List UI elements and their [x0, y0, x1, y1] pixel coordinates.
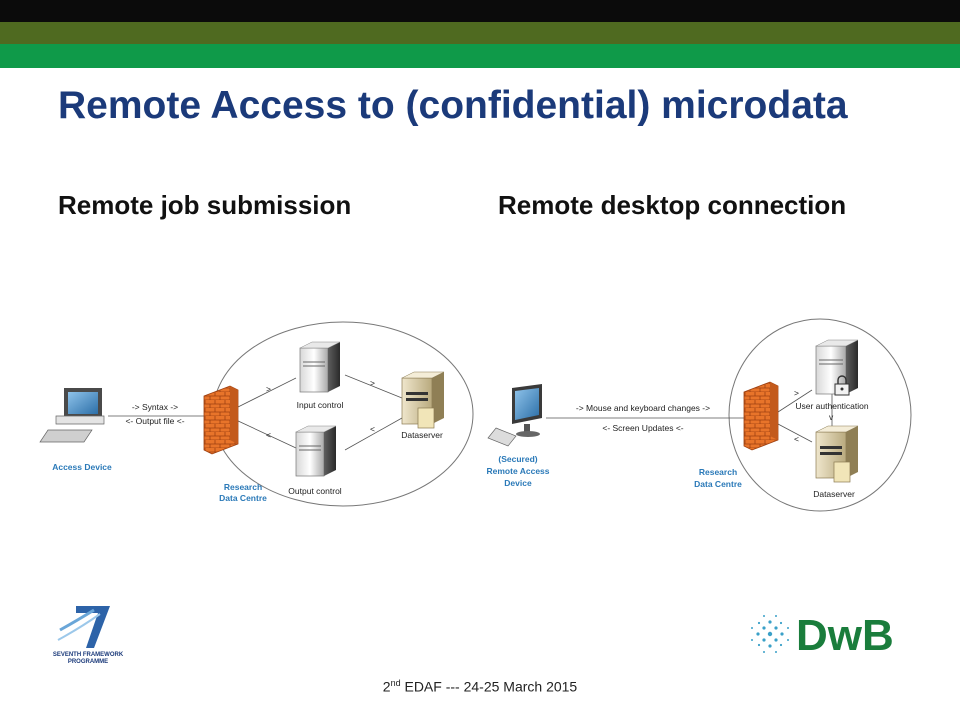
footer-prefix: 2 — [382, 678, 391, 695]
output-file-label: <- Output file <- — [125, 416, 184, 426]
dataserver-icon-right — [815, 425, 859, 483]
fp7-line1: SEVENTH FRAMEWORK — [53, 652, 124, 658]
access-device-label: Access Device — [52, 462, 112, 472]
svg-text:<: < — [266, 430, 271, 440]
input-control-server-icon — [299, 341, 341, 393]
dataserver-to-output-line — [344, 417, 403, 451]
firewall-icon — [203, 385, 239, 455]
top-band-olive — [0, 22, 960, 44]
padlock-icon — [834, 375, 850, 396]
slide-title: Remote Access to (confidential) microdat… — [58, 84, 848, 127]
svg-text:v: v — [829, 412, 834, 422]
svg-text:<: < — [794, 434, 799, 444]
fp7-line2: PROGRAMME — [68, 659, 108, 665]
svg-text:>: > — [370, 378, 375, 388]
dataserver-icon — [401, 371, 445, 429]
rdc-label-line2: Data Centre — [219, 493, 267, 503]
dataserver-label-left: Dataserver — [401, 430, 443, 440]
dataserver-label-right: Dataserver — [813, 489, 855, 499]
svg-text:>: > — [266, 384, 271, 394]
mouse-keyboard-label: -> Mouse and keyboard changes -> — [576, 403, 710, 413]
device-label-line2: Remote Access — [487, 466, 550, 476]
to-auth-line — [777, 389, 813, 413]
from-output-line — [235, 419, 297, 449]
to-dataserver-line — [777, 423, 813, 443]
syntax-label: -> Syntax -> — [132, 402, 178, 412]
top-band-green — [0, 44, 960, 68]
dotted-globe-icon — [751, 615, 789, 653]
footer: 2nd EDAF --- 24-25 March 2015 — [0, 678, 960, 695]
monitor-icon — [487, 384, 542, 447]
firewall-icon-right — [743, 381, 779, 451]
footer-superscript: nd — [390, 678, 401, 688]
research-data-centre-ellipse-right — [728, 318, 912, 512]
screen-updates-label: <- Screen Updates <- — [602, 423, 683, 433]
dwb-logo: DwB — [751, 611, 894, 660]
right-diagram: > < v -> Mouse and keyboard changes -> <… — [487, 318, 912, 512]
right-heading: Remote desktop connection — [498, 190, 847, 220]
footer-date: EDAF --- 24-25 March 2015 — [400, 678, 578, 695]
svg-text:>: > — [794, 388, 799, 398]
output-control-label: Output control — [288, 486, 342, 496]
dwb-wordmark: DwB — [796, 611, 894, 660]
device-label-line3: Device — [504, 478, 532, 488]
rdc-label-right-line2: Data Centre — [694, 479, 742, 489]
top-band-black — [0, 0, 960, 22]
input-to-dataserver-line — [344, 374, 403, 399]
fp7-logo: 7 SEVENTH FRAMEWORK PROGRAMME — [53, 606, 124, 665]
rdc-label-line1: Research — [224, 482, 262, 492]
rdc-label-right-line1: Research — [699, 467, 737, 477]
input-control-label: Input control — [297, 400, 344, 410]
to-input-line — [235, 377, 297, 409]
left-heading: Remote job submission — [58, 190, 352, 220]
desktop-computer-icon — [39, 388, 105, 443]
left-diagram: > < > < -> Syntax -> <- Output file <- A… — [39, 321, 474, 507]
user-authentication-label: User authentication — [795, 401, 869, 411]
device-label-line1: (Secured) — [498, 454, 537, 464]
svg-text:<: < — [370, 424, 375, 434]
output-control-server-icon — [295, 425, 337, 477]
